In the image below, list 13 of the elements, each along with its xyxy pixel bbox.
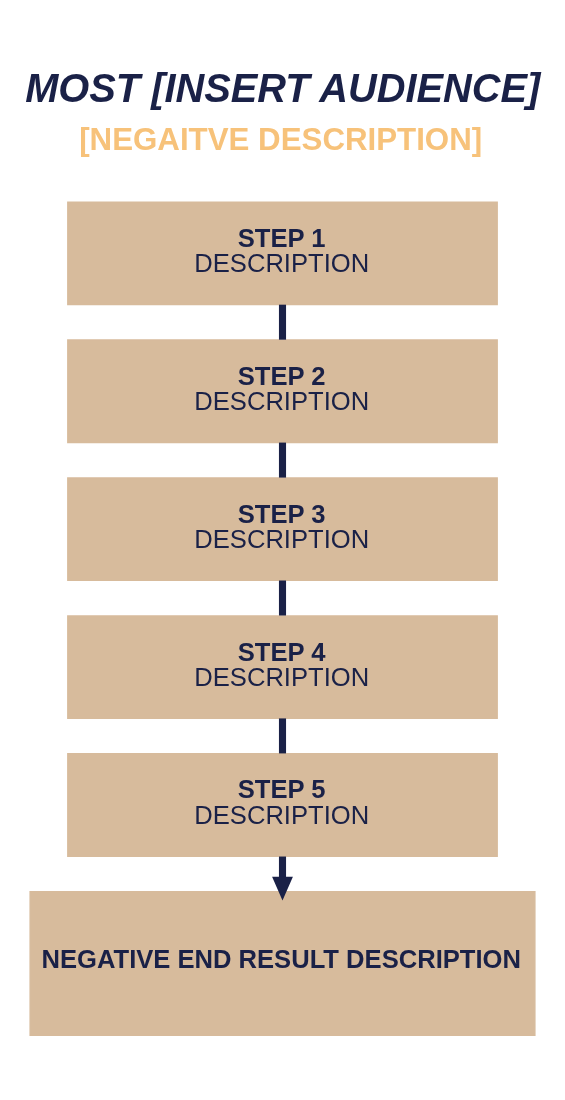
connector: [278, 717, 287, 753]
node-box: NEGATIVE END RESULT DESCRIPTION: [29, 890, 536, 1036]
node-box: STEP 3 DESCRIPTION: [67, 476, 498, 581]
node-box: STEP 1 DESCRIPTION: [67, 200, 498, 305]
connector: [278, 580, 287, 615]
node-box: STEP 4 DESCRIPTION: [67, 614, 498, 719]
arrow: [272, 856, 293, 901]
connector: [278, 304, 287, 340]
label: [NEGAITVE DESCRIPTION]: [79, 121, 483, 157]
node-box: STEP 5 DESCRIPTION: [67, 752, 498, 857]
connector: [278, 442, 287, 478]
diagram-title: MOST [INSERT AUDIENCE]: [25, 65, 541, 110]
node-box: STEP 2 DESCRIPTION: [67, 338, 498, 443]
